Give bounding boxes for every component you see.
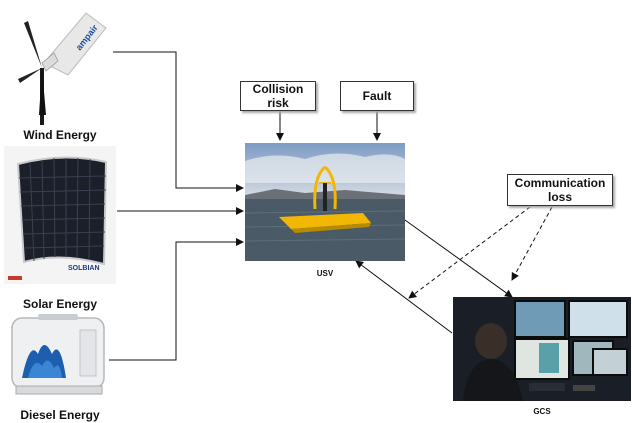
gcs-to-usv-line [355, 260, 453, 334]
collision-risk-label: Collision risk [252, 82, 304, 110]
gcs-image [453, 297, 631, 401]
solbian-logo-text: SOLBIAN [68, 265, 100, 272]
wind-energy-label: Wind Energy [23, 128, 97, 142]
fault-label: Fault [362, 89, 392, 103]
diesel-generator-image [8, 310, 110, 406]
diesel-to-usv-line [109, 238, 244, 361]
communication-loss-label: Communication loss [514, 176, 606, 204]
gcs-label: GCS [533, 407, 551, 416]
wind-to-usv-line [113, 51, 244, 192]
usv-to-gcs-line [404, 219, 513, 298]
comm-loss-dashed-line-2 [511, 206, 553, 281]
comm-loss-dashed-line-1 [408, 206, 531, 299]
usv-image [244, 143, 406, 261]
solar-panel-image: SOLBIAN [4, 146, 116, 284]
communication-loss-box: Communication loss [507, 174, 613, 206]
collision-risk-box: Collision risk [240, 81, 316, 111]
usv-label: USV [316, 269, 334, 278]
solar-energy-label: Solar Energy [22, 297, 98, 311]
diesel-energy-label: Diesel Energy [20, 408, 100, 422]
wind-turbine-image: ampair [6, 3, 114, 125]
fault-box: Fault [340, 81, 414, 111]
